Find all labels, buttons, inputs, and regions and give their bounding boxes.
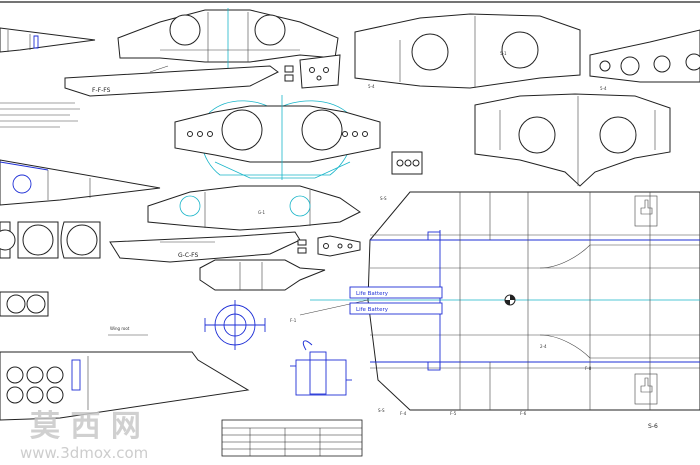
wing-tip-top-left [0, 27, 96, 53]
servo-mount-blue [290, 340, 352, 396]
svg-text:5-1: 5-1 [500, 51, 507, 56]
former-far-right-top: 5-4 [589, 29, 700, 91]
small-plate-three-holes [391, 151, 423, 175]
notes-left [0, 102, 80, 128]
watermark: 莫 西 网 www.3dmox.com [20, 409, 148, 462]
svg-text:5-4: 5-4 [600, 86, 607, 91]
two-hole-plate [0, 291, 49, 317]
former-bottom-center-small [199, 259, 326, 291]
svg-text:Wing root: Wing root [110, 326, 130, 331]
battery-box-1: Life Battery [349, 286, 443, 299]
label-life-battery-1: Life Battery [356, 291, 389, 297]
fuselage-top-view: F-1 2-4 F-4 F-5 F-6 F-8 S-6 S-S S-S [290, 191, 700, 430]
former-middle-cyan [174, 95, 381, 180]
label-section-s6: S-6 [648, 423, 658, 430]
title-block [221, 419, 363, 457]
part-g-c-fs: G-C-FS [109, 231, 301, 263]
former-lower-middle: G-1 [147, 185, 361, 231]
svg-text:F-5: F-5 [450, 411, 457, 416]
svg-text:F-8: F-8 [585, 366, 592, 371]
label-g-c-fs: G-C-FS [178, 252, 199, 259]
ring-detail-blue [204, 300, 266, 350]
wing-panel-lower-left: Wing root [0, 326, 250, 421]
small-plate-top [284, 54, 341, 89]
svg-text:5-4: 5-4 [368, 84, 375, 89]
svg-text:G-1: G-1 [258, 210, 266, 215]
part-f-f-fs: F-F-FS [64, 65, 279, 97]
svg-text:S-S: S-S [380, 196, 387, 201]
rings-left [0, 221, 101, 259]
watermark-url: www.3dmox.com [20, 444, 148, 462]
small-plate-lower [297, 235, 361, 257]
svg-text:F-1: F-1 [290, 318, 297, 323]
former-top-right: 5-1 5-4 [354, 13, 581, 89]
svg-text:F-6: F-6 [520, 411, 527, 416]
battery-box-2: Life Battery [349, 302, 443, 315]
svg-text:2-4: 2-4 [540, 344, 547, 349]
wing-panel-left-middle [0, 159, 161, 206]
label-f-f-fs: F-F-FS [92, 87, 111, 94]
watermark-brand: 莫 西 网 [30, 409, 141, 444]
former-right-middle [474, 93, 671, 187]
svg-text:F-4: F-4 [400, 411, 407, 416]
label-life-battery-2: Life Battery [356, 307, 389, 313]
svg-text:S-S: S-S [378, 408, 385, 413]
